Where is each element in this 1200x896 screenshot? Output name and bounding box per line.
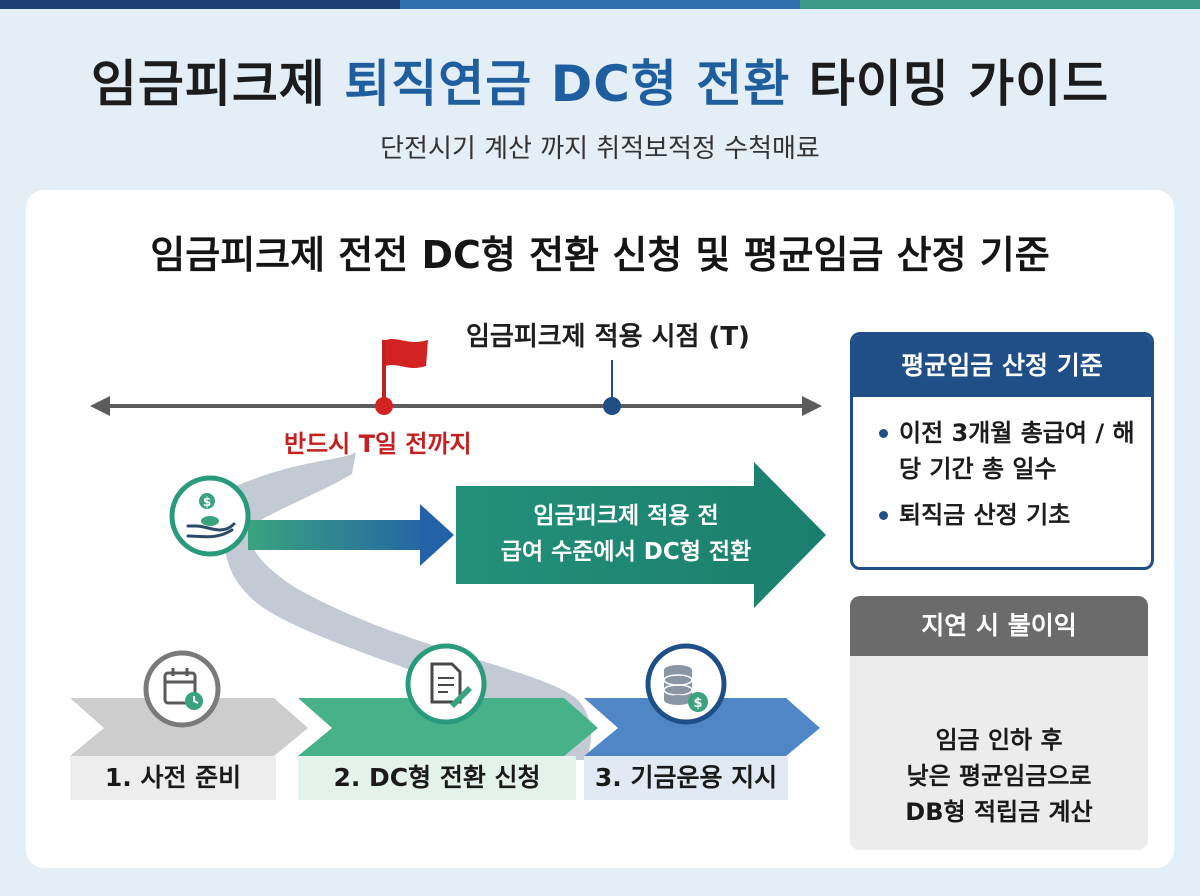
arrow-text-line1: 임금피크제 적용 전 — [533, 503, 719, 529]
big-teal-arrow — [456, 462, 826, 608]
step-3-chevron — [584, 698, 820, 756]
title-highlight: 퇴직연금 DC형 전환 — [344, 55, 791, 113]
t-point-label: 임금피크제 적용 시점 (T) — [466, 322, 750, 352]
bullet-icon — [879, 511, 888, 520]
page-subtitle: 단전시기 계산 까지 취적보적정 수척매료 — [380, 134, 820, 164]
criteria-item: 퇴직금 산정 기초 — [879, 497, 1141, 533]
svg-text:$: $ — [693, 696, 702, 711]
top-bar-teal — [800, 0, 1200, 9]
calendar-clock-icon — [163, 668, 203, 710]
delay-panel-title: 지연 시 불이익 — [850, 596, 1148, 656]
delay-line1: 임금 인하 후 — [935, 726, 1063, 754]
page-title: 임금피크제 퇴직연금 DC형 전환 타이밍 가이드 — [0, 44, 1200, 116]
transition-arrow-body — [248, 520, 434, 550]
top-color-bar — [0, 0, 1200, 9]
card-title: 임금피크제 전전 DC형 전환 신청 및 평균임금 산정 기준 — [150, 233, 1050, 277]
deadline-label: 반드시 T일 전까지 — [284, 430, 472, 458]
t-marker-dot — [603, 397, 621, 415]
criteria-list: 이전 3개월 총급여 / 해당 기간 총 일수 퇴직금 산정 기초 — [853, 397, 1151, 533]
arrow-text-line2: 급여 수준에서 DC형 전환 — [500, 539, 752, 565]
criteria-panel-title: 평균임금 산정 기준 — [853, 335, 1151, 397]
step-3-label: 3. 기금운용 지시 — [594, 763, 778, 792]
step-2-label: 2. DC형 전환 신청 — [333, 763, 541, 792]
criteria-panel: 평균임금 산정 기준 이전 3개월 총급여 / 해당 기간 총 일수 퇴직금 산… — [850, 332, 1154, 570]
transition-arrow-head — [420, 504, 454, 566]
delay-panel-body: 임금 인하 후 낮은 평균임금으로 DB형 적립금 계산 — [850, 722, 1148, 830]
arrow-text: 임금피크제 적용 전 급여 수준에서 DC형 전환 — [466, 498, 786, 570]
criteria-item-text: 이전 3개월 총급여 / 해당 기간 총 일수 — [899, 419, 1135, 483]
document-pen-icon — [430, 662, 472, 708]
svg-text:$: $ — [203, 495, 211, 509]
bullet-icon — [879, 429, 888, 438]
content-card: 임금피크제 전전 DC형 전환 신청 및 평균임금 산정 기준 — [26, 190, 1174, 868]
step-1-chevron — [70, 698, 308, 756]
title-part1: 임금피크제 — [90, 55, 345, 113]
money-hand-icon: $ — [186, 493, 236, 539]
criteria-item: 이전 3개월 총급여 / 해당 기간 총 일수 — [879, 415, 1141, 487]
top-bar-navy — [0, 0, 400, 9]
timeline-diagram: $ — [70, 339, 1024, 800]
step-1-band — [70, 756, 276, 800]
step-3-band — [584, 756, 788, 800]
deadline-dot — [375, 397, 393, 415]
delay-line3: DB형 적립금 계산 — [905, 798, 1093, 826]
flag-icon — [386, 339, 428, 368]
step-1-label: 1. 사전 준비 — [104, 763, 242, 792]
coin-stack-icon: $ — [663, 665, 708, 712]
delay-panel: 지연 시 불이익 임금 인하 후 낮은 평균임금으로 DB형 적립금 계산 — [850, 596, 1148, 850]
timeline-arrow-right — [802, 396, 822, 416]
step-2-band — [298, 756, 576, 800]
criteria-item-text: 퇴직금 산정 기초 — [899, 501, 1071, 529]
title-part2: 타이밍 가이드 — [790, 55, 1110, 113]
step-2-chevron — [298, 698, 598, 756]
winding-road — [224, 452, 592, 760]
top-bar-blue — [400, 0, 800, 9]
timeline-arrow-left — [90, 396, 110, 416]
delay-line2: 낮은 평균임금으로 — [906, 762, 1092, 790]
